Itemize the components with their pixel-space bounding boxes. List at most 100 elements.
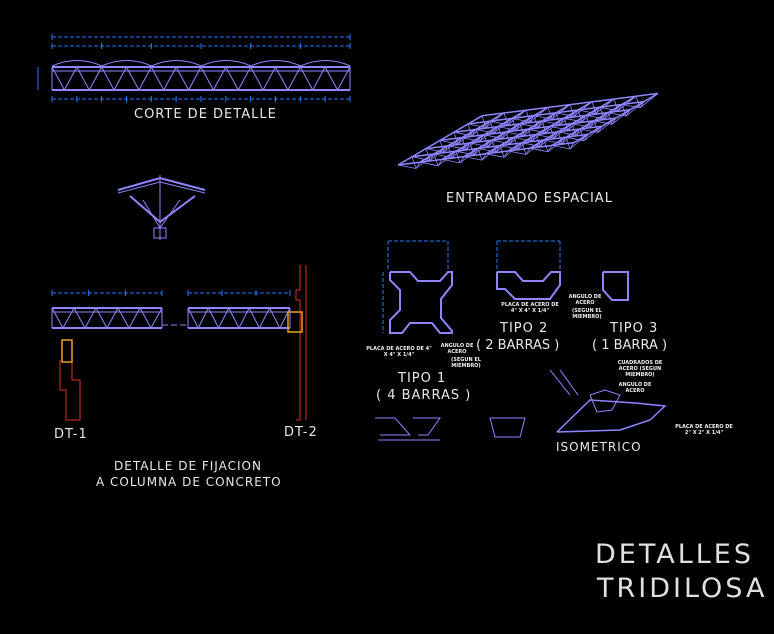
detail-section [489, 417, 526, 438]
main-truss-diagonal [337, 66, 351, 91]
grid-diagonal [593, 120, 613, 125]
grid-diagonal [513, 137, 533, 142]
note-placa-tipo2: PLACA DE ACERO DE 4" X 4" X 1/4" [501, 302, 559, 314]
grid-diagonal [461, 137, 481, 142]
grid-diagonal [527, 129, 533, 142]
node-diagonal [129, 195, 196, 224]
dt1-label: DT-1 [54, 427, 88, 442]
grid-diagonal [611, 109, 631, 125]
grid-diagonal [441, 159, 461, 164]
main-truss-diagonal [250, 66, 264, 91]
grid-diagonal [503, 142, 523, 158]
grid-diagonal [551, 104, 571, 120]
grid-diagonal [429, 145, 449, 161]
entramado-espacial-title: ENTRAMADO ESPACIAL [446, 191, 613, 206]
grid-diagonal [455, 150, 475, 156]
main-truss-diagonal [88, 66, 103, 91]
grid-diagonal [485, 153, 505, 158]
note-segun-tipo1: (SEGUN EL MIEMBRO) [451, 357, 481, 369]
grid-diagonal [461, 137, 467, 150]
grid-diagonal [497, 126, 517, 131]
grid-diagonal [487, 131, 507, 147]
arc-member [101, 60, 152, 67]
grid-diagonal [541, 120, 561, 125]
grid-diagonal [475, 129, 481, 142]
corte-de-detalle-title: CORTE DE DETALLE [134, 107, 277, 122]
grid-diagonal [511, 118, 531, 123]
main-truss-diagonal [275, 66, 289, 91]
dt2-truss-diagonal [228, 307, 240, 329]
grid-diagonal [493, 118, 513, 134]
grid-diagonal [481, 145, 501, 161]
grid-diagonal [569, 134, 589, 150]
arc-member [250, 60, 302, 67]
grid-diagonal [419, 161, 439, 167]
tipo1-label: TIPO 1 [398, 371, 447, 386]
dt1-truss-diagonal [117, 307, 130, 329]
grid-diagonal [491, 139, 511, 145]
fijacion-title-line1: DETALLE DE FIJACION [114, 459, 262, 473]
concrete-column-dt1 [59, 360, 81, 421]
grid-diagonal [571, 123, 577, 136]
grid-diagonal [583, 125, 603, 142]
grid-diagonal [563, 117, 583, 123]
grid-diagonal [591, 101, 597, 114]
dt1-truss-diagonal [106, 307, 119, 329]
grid-diagonal [439, 140, 459, 145]
grid-diagonal [473, 139, 493, 156]
grid-diagonal [553, 123, 573, 139]
grid-diagonal [447, 145, 467, 150]
grid-diagonal [479, 126, 499, 142]
grid-diagonal [559, 109, 579, 125]
note-cuadrados: CUADRADOS DE ACERO (SEGUN MIEMBRO) [617, 360, 663, 378]
dt2-truss-diagonal [197, 307, 209, 329]
grid-diagonal [555, 112, 561, 125]
dt1-truss-diagonal [139, 307, 152, 329]
main-truss-diagonal [150, 66, 165, 91]
dt1-truss-diagonal [128, 307, 141, 329]
grid-diagonal [451, 142, 471, 158]
fijacion-title-line2: A COLUMNA DE CONCRETO [96, 475, 282, 489]
grid-diagonal [579, 128, 599, 133]
grid-diagonal [533, 115, 539, 128]
grid-diagonal [545, 117, 565, 134]
grid-diagonal [415, 153, 435, 169]
grid-diagonal [475, 129, 495, 134]
grid-diagonal [523, 120, 543, 136]
grid-diagonal [541, 120, 547, 133]
grid-diagonal [589, 112, 609, 128]
dt1-truss-diagonal [150, 307, 163, 329]
grid-diagonal [567, 115, 587, 131]
grid-diagonal [469, 142, 489, 147]
grid-diagonal [597, 117, 617, 133]
grid-diagonal [425, 148, 445, 153]
arc-member [300, 60, 351, 67]
grid-diagonal [485, 112, 505, 128]
dt2-truss-diagonal [218, 307, 230, 329]
grid-diagonal [483, 134, 503, 139]
arc-member [151, 60, 202, 67]
main-truss-diagonal [312, 66, 326, 91]
main-truss-diagonal [262, 66, 276, 91]
grid-diagonal [499, 145, 505, 158]
main-truss-diagonal [212, 66, 227, 91]
grid-diagonal [555, 112, 575, 117]
grid-diagonal [547, 107, 553, 120]
iso-plate [556, 399, 667, 433]
grid-diagonal [513, 137, 519, 150]
note-placa-iso: PLACA DE ACERO DE 2" X 2" X 1/4" [675, 424, 733, 436]
grid-diagonal [471, 120, 491, 137]
grid-diagonal [525, 110, 531, 123]
main-truss-diagonal [113, 66, 127, 91]
grid-diagonal [465, 134, 485, 150]
grid-diagonal [519, 123, 539, 128]
grid-diagonal [585, 115, 591, 128]
grid-diagonal [639, 93, 659, 109]
main-truss-diagonal [138, 66, 152, 91]
grid-diagonal [411, 156, 431, 161]
main-truss-diagonal [101, 66, 115, 91]
node-diagonal [142, 199, 181, 229]
detail-section [375, 417, 412, 436]
grid-diagonal [599, 107, 605, 120]
tipo2-sub: ( 2 BARRAS ) [476, 338, 560, 353]
